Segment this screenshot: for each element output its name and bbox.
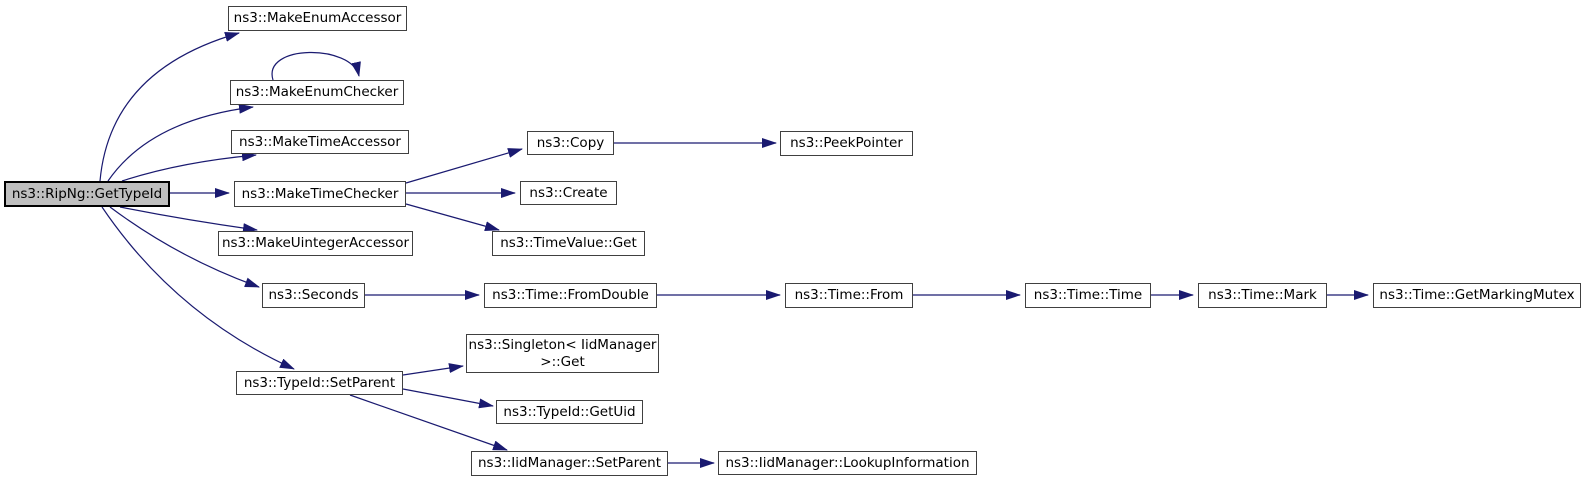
node-type-id-get-uid[interactable]: ns3::TypeId::GetUid xyxy=(496,400,643,424)
node-peek-pointer[interactable]: ns3::PeekPointer xyxy=(780,131,913,156)
node-label: ns3::TypeId::GetUid xyxy=(503,403,636,420)
node-rip-ng-get-type-id[interactable]: ns3::RipNg::GetTypeId xyxy=(4,181,170,207)
node-time-value-get[interactable]: ns3::TimeValue::Get xyxy=(492,231,645,256)
node-label: ns3::IidManager::SetParent xyxy=(478,455,661,471)
node-copy[interactable]: ns3::Copy xyxy=(527,131,614,155)
node-label: ns3::Time::GetMarkingMutex xyxy=(1379,287,1575,303)
node-label: ns3::Seconds xyxy=(268,287,359,303)
edge-type-id-set-parent-to-type-id-get-uid xyxy=(402,388,494,409)
node-label: ns3::MakeTimeChecker xyxy=(241,185,399,202)
edges-group xyxy=(99,32,1369,468)
node-label: ns3::Time::FromDouble xyxy=(492,287,649,303)
node-label: ns3::IidManager::LookupInformation xyxy=(725,454,970,471)
node-label: ns3::Time::From xyxy=(794,287,904,303)
node-make-uinteger-accessor[interactable]: ns3::MakeUintegerAccessor xyxy=(218,231,413,256)
node-make-time-checker[interactable]: ns3::MakeTimeChecker xyxy=(234,181,406,207)
node-type-id-set-parent[interactable]: ns3::TypeId::SetParent xyxy=(236,371,403,395)
node-label: ns3::PeekPointer xyxy=(790,135,903,151)
node-time-time[interactable]: ns3::Time::Time xyxy=(1025,283,1151,308)
node-label: ns3::RipNg::GetTypeId xyxy=(11,185,163,202)
edge-rip-ng-get-type-id-to-seconds xyxy=(109,206,260,288)
edge-rip-ng-get-type-id-to-make-uinteger-accessor xyxy=(119,206,258,234)
edge-rip-ng-get-type-id-to-type-id-set-parent xyxy=(101,206,295,370)
edge-rip-ng-get-type-id-to-make-enum-accessor xyxy=(99,32,240,182)
node-label: ns3::MakeTimeAccessor xyxy=(239,133,401,150)
node-label: ns3::Time::Mark xyxy=(1208,287,1317,303)
edge-make-time-checker-to-copy xyxy=(405,148,523,184)
node-singleton-iid-manager-get[interactable]: ns3::Singleton< IidManager >::Get xyxy=(466,334,659,373)
node-create[interactable]: ns3::Create xyxy=(520,181,617,205)
node-make-enum-accessor[interactable]: ns3::MakeEnumAccessor xyxy=(228,6,407,31)
node-time-mark[interactable]: ns3::Time::Mark xyxy=(1198,283,1327,308)
node-time-from-double[interactable]: ns3::Time::FromDouble xyxy=(484,283,657,308)
node-label: ns3::MakeEnumChecker xyxy=(235,84,399,100)
edge-make-enum-checker-to-make-enum-checker xyxy=(271,51,361,81)
node-label: ns3::MakeUintegerAccessor xyxy=(221,235,410,251)
node-make-enum-checker[interactable]: ns3::MakeEnumChecker xyxy=(230,80,404,105)
node-label: ns3::TypeId::SetParent xyxy=(243,374,396,391)
node-seconds[interactable]: ns3::Seconds xyxy=(262,283,365,308)
edge-make-time-checker-to-time-value-get xyxy=(405,203,500,232)
node-label: ns3::Singleton< IidManager >::Get xyxy=(468,336,657,370)
node-iid-manager-lookup-information[interactable]: ns3::IidManager::LookupInformation xyxy=(718,451,977,475)
edge-type-id-set-parent-to-singleton-iid-manager-get xyxy=(402,363,464,376)
node-label: ns3::Create xyxy=(529,184,608,201)
node-make-time-accessor[interactable]: ns3::MakeTimeAccessor xyxy=(231,130,409,154)
node-iid-manager-set-parent[interactable]: ns3::IidManager::SetParent xyxy=(471,451,668,476)
node-label: ns3::Copy xyxy=(536,134,605,151)
edge-rip-ng-get-type-id-to-make-enum-checker xyxy=(107,103,254,182)
node-time-from[interactable]: ns3::Time::From xyxy=(785,283,913,308)
edge-rip-ng-get-type-id-to-make-time-accessor xyxy=(121,151,257,182)
node-label: ns3::MakeEnumAccessor xyxy=(233,10,402,26)
node-label: ns3::TimeValue::Get xyxy=(500,235,637,251)
node-label: ns3::Time::Time xyxy=(1033,287,1143,303)
edge-type-id-set-parent-to-iid-manager-set-parent xyxy=(349,394,508,451)
node-time-get-marking-mutex[interactable]: ns3::Time::GetMarkingMutex xyxy=(1373,283,1581,308)
